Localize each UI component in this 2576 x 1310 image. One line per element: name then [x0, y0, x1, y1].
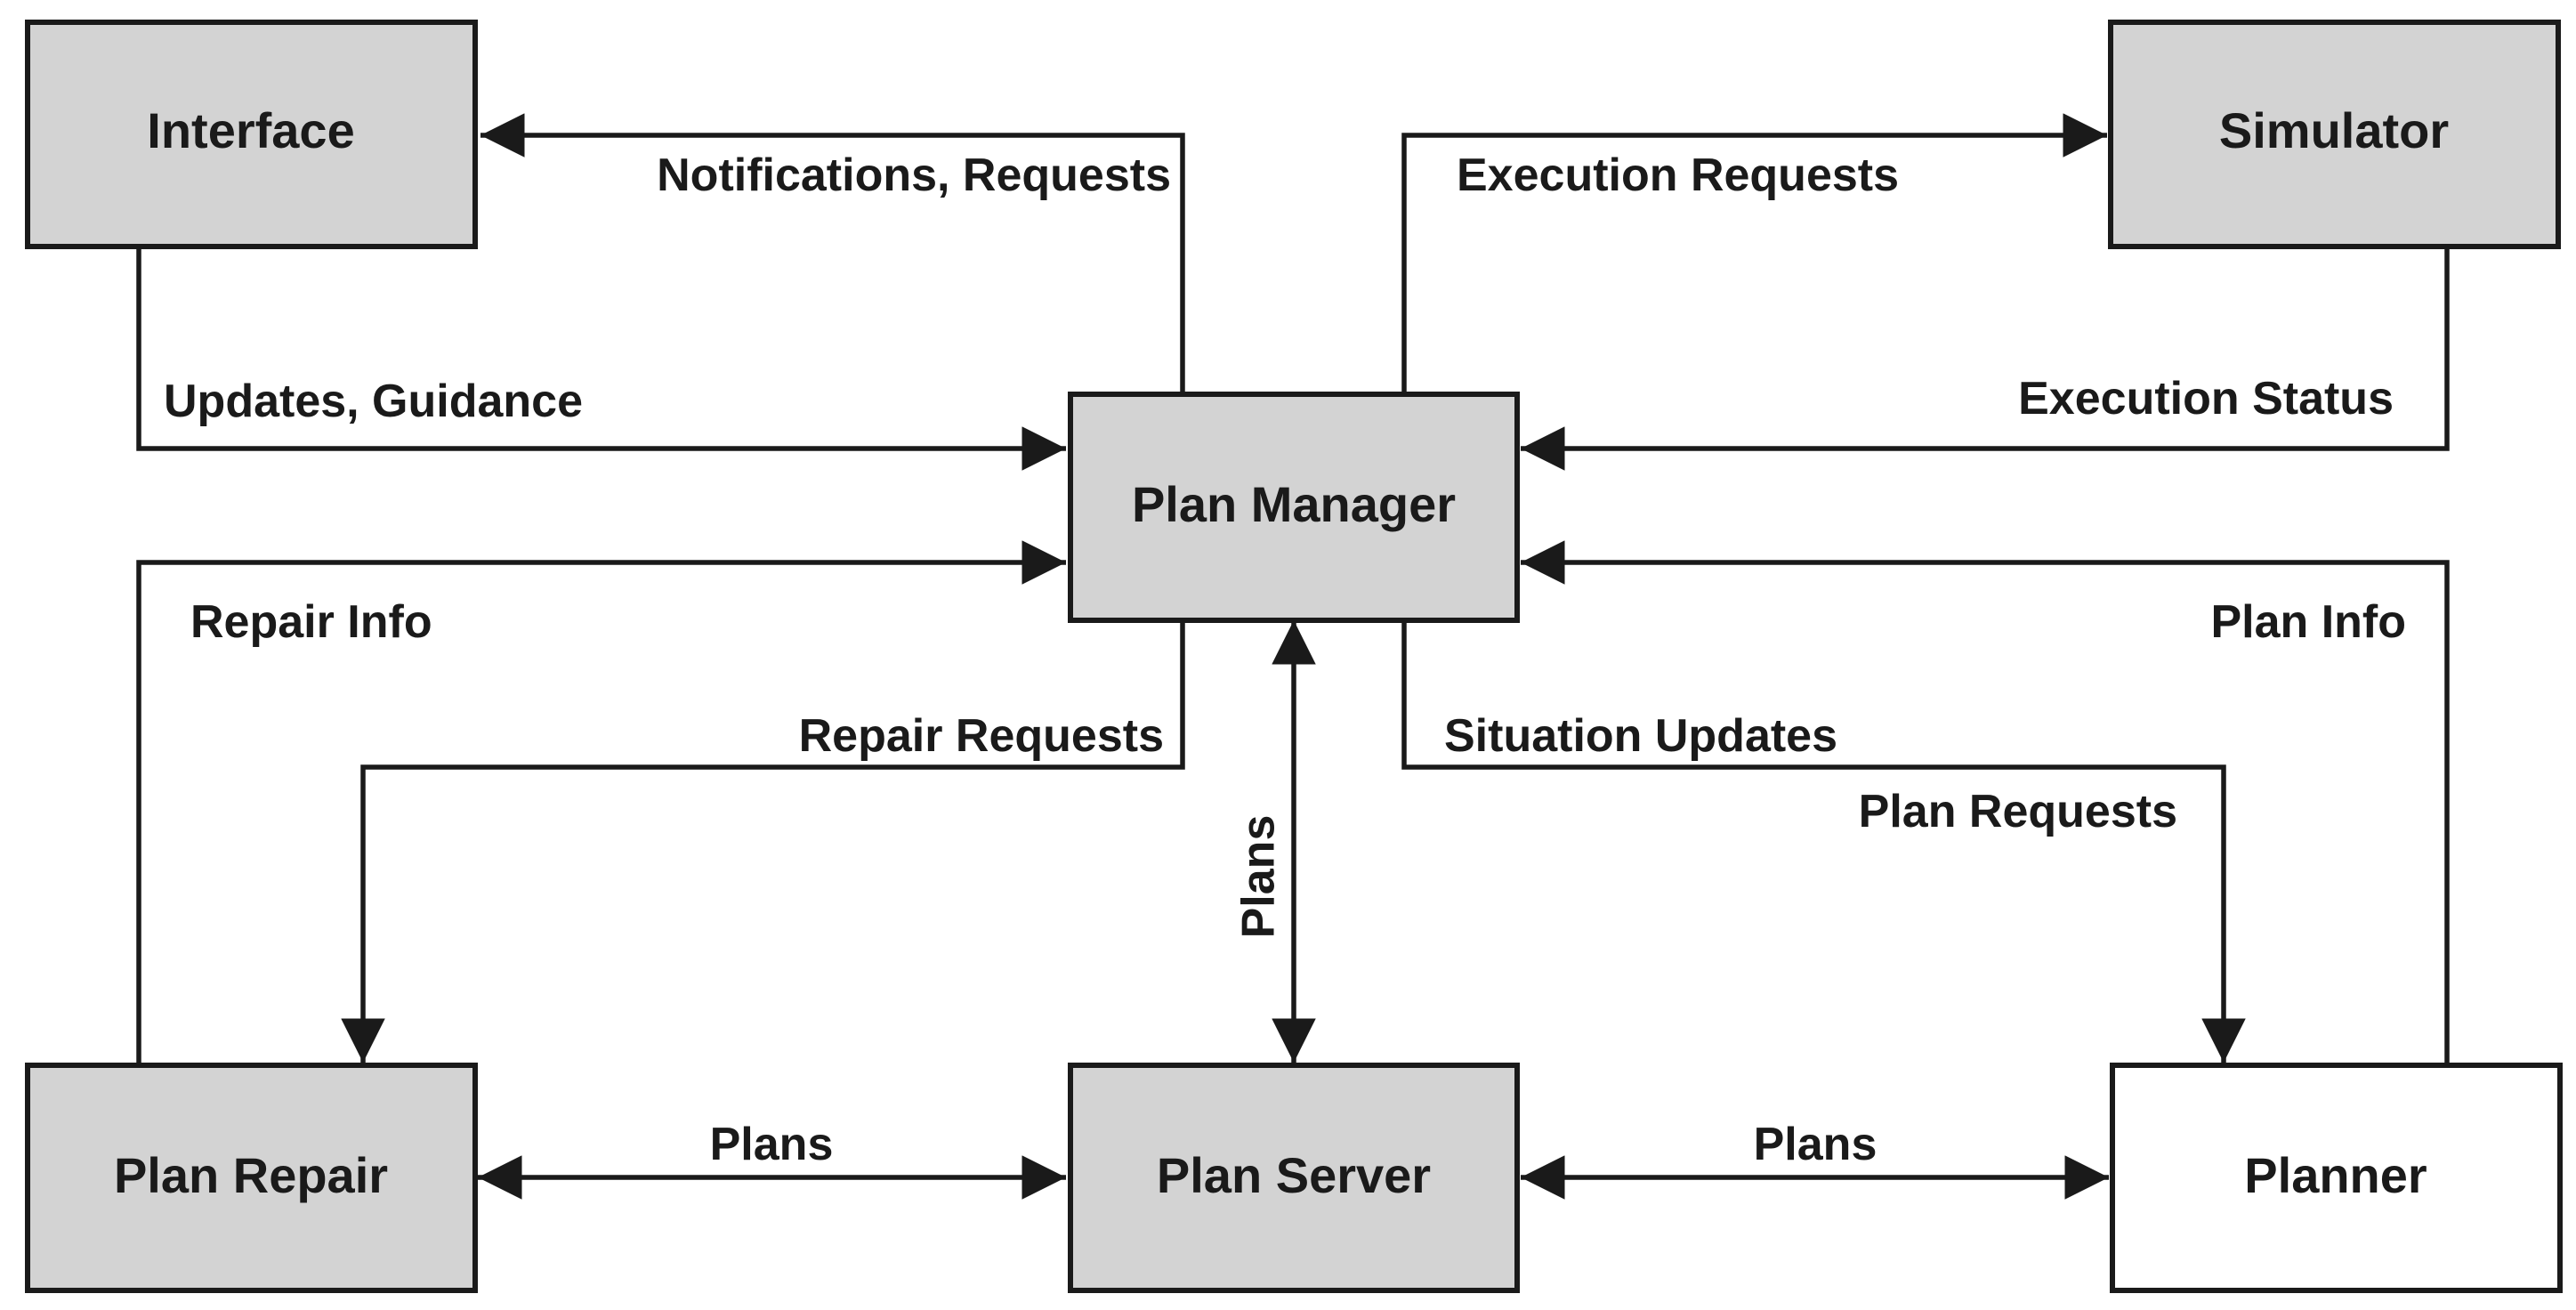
node-interface-label: Interface: [147, 102, 354, 158]
connectors: [136, 113, 2450, 1200]
arrow-execution-requests: [1401, 113, 2107, 394]
node-planner-box: [2110, 1063, 2563, 1293]
label-plans-left: Plans: [710, 1119, 834, 1170]
arrow-updates-guidance: [136, 247, 1066, 471]
node-interface-box: [25, 20, 478, 249]
node-plan-manager-box: [1068, 392, 1520, 623]
node-simulator-box: [2108, 20, 2561, 249]
label-plans-right: Plans: [1754, 1119, 1877, 1170]
arrow-notifications-requests: [480, 113, 1185, 394]
edge-labels: Notifications, Requests Updates, Guidanc…: [164, 150, 2406, 1170]
node-plan-manager: Plan Manager: [1068, 392, 1520, 623]
label-notifications-requests: Notifications, Requests: [657, 150, 1171, 201]
label-situation-updates: Situation Updates: [1444, 710, 1837, 762]
node-interface: Interface: [25, 20, 478, 249]
node-plan-repair: Plan Repair: [25, 1063, 478, 1293]
arrow-situation-updates: [1401, 620, 2246, 1063]
node-plan-server-box: [1068, 1063, 1520, 1293]
label-execution-status: Execution Status: [2018, 373, 2394, 425]
node-planner: Planner: [2110, 1063, 2563, 1293]
label-repair-info: Repair Info: [190, 596, 432, 648]
label-plans-vertical: Plans: [1233, 815, 1285, 939]
label-execution-requests: Execution Requests: [1457, 150, 1899, 201]
arrow-repair-requests: [341, 620, 1185, 1063]
arrow-execution-status: [1521, 247, 2450, 471]
label-repair-requests: Repair Requests: [799, 710, 1164, 762]
node-plan-manager-label: Plan Manager: [1132, 476, 1456, 532]
node-planner-label: Planner: [2244, 1147, 2427, 1203]
label-updates-guidance: Updates, Guidance: [164, 376, 583, 427]
node-plan-repair-box: [25, 1063, 478, 1293]
arrow-plan-info: [1521, 540, 2450, 1063]
label-plan-info: Plan Info: [2210, 596, 2406, 648]
arrow-repair-info: [136, 540, 1066, 1063]
node-plan-server: Plan Server: [1068, 1063, 1520, 1293]
node-plan-server-label: Plan Server: [1157, 1147, 1431, 1203]
label-plan-requests: Plan Requests: [1859, 786, 2177, 837]
node-simulator: Simulator: [2108, 20, 2561, 249]
node-plan-repair-label: Plan Repair: [114, 1147, 388, 1203]
node-simulator-label: Simulator: [2219, 102, 2449, 158]
